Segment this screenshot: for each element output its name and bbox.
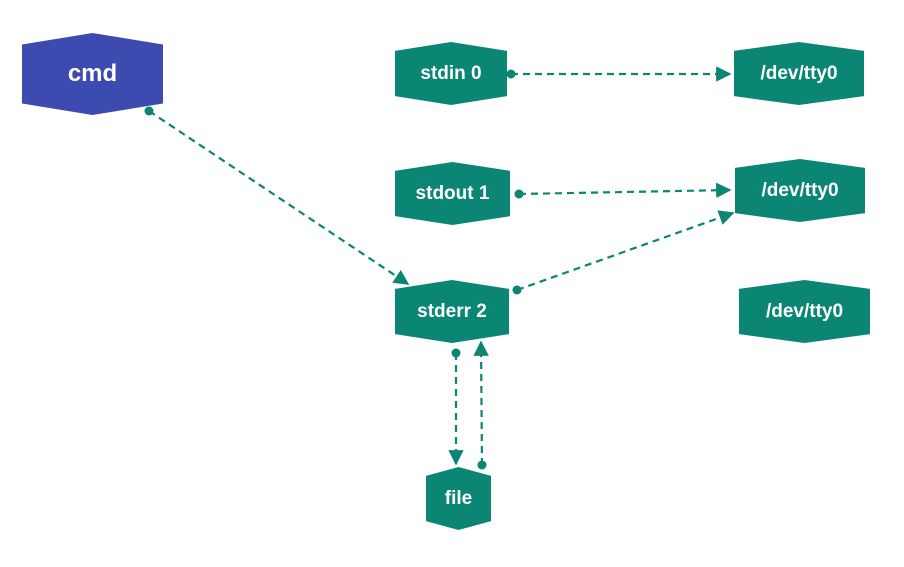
node-stderr: stderr 2 [395, 280, 509, 343]
edge-stderr-to-file [448, 348, 464, 466]
node-tty-stdout-target: /dev/tty0 [735, 159, 865, 222]
node-file-label: file [444, 487, 473, 509]
node-stderr-label: stderr 2 [417, 300, 487, 322]
edge-file-to-stderr [473, 340, 489, 470]
node-tty-unlinked-label: /dev/tty0 [765, 300, 844, 322]
node-stdout: stdout 1 [395, 162, 510, 225]
node-tty-stdout-target-label: /dev/tty0 [761, 179, 839, 201]
node-tty-stdin-target: /dev/tty0 [734, 42, 864, 105]
edge-stderr-to-tty [512, 210, 735, 295]
edge-stdout-to-tty [514, 182, 732, 199]
node-tty-stdin-target-label: /dev/tty0 [760, 62, 838, 84]
edge-stdin-to-tty [506, 66, 732, 82]
node-cmd: cmd [22, 33, 163, 115]
node-stdin: stdin 0 [395, 42, 507, 105]
node-stdin-label: stdin 0 [420, 62, 482, 84]
node-tty-unlinked: /dev/tty0 [739, 280, 870, 343]
edge-cmd-to-stderr [144, 106, 410, 285]
node-file: file [426, 467, 491, 530]
node-cmd-label: cmd [67, 60, 118, 87]
node-stdout-label: stdout 1 [415, 182, 490, 204]
